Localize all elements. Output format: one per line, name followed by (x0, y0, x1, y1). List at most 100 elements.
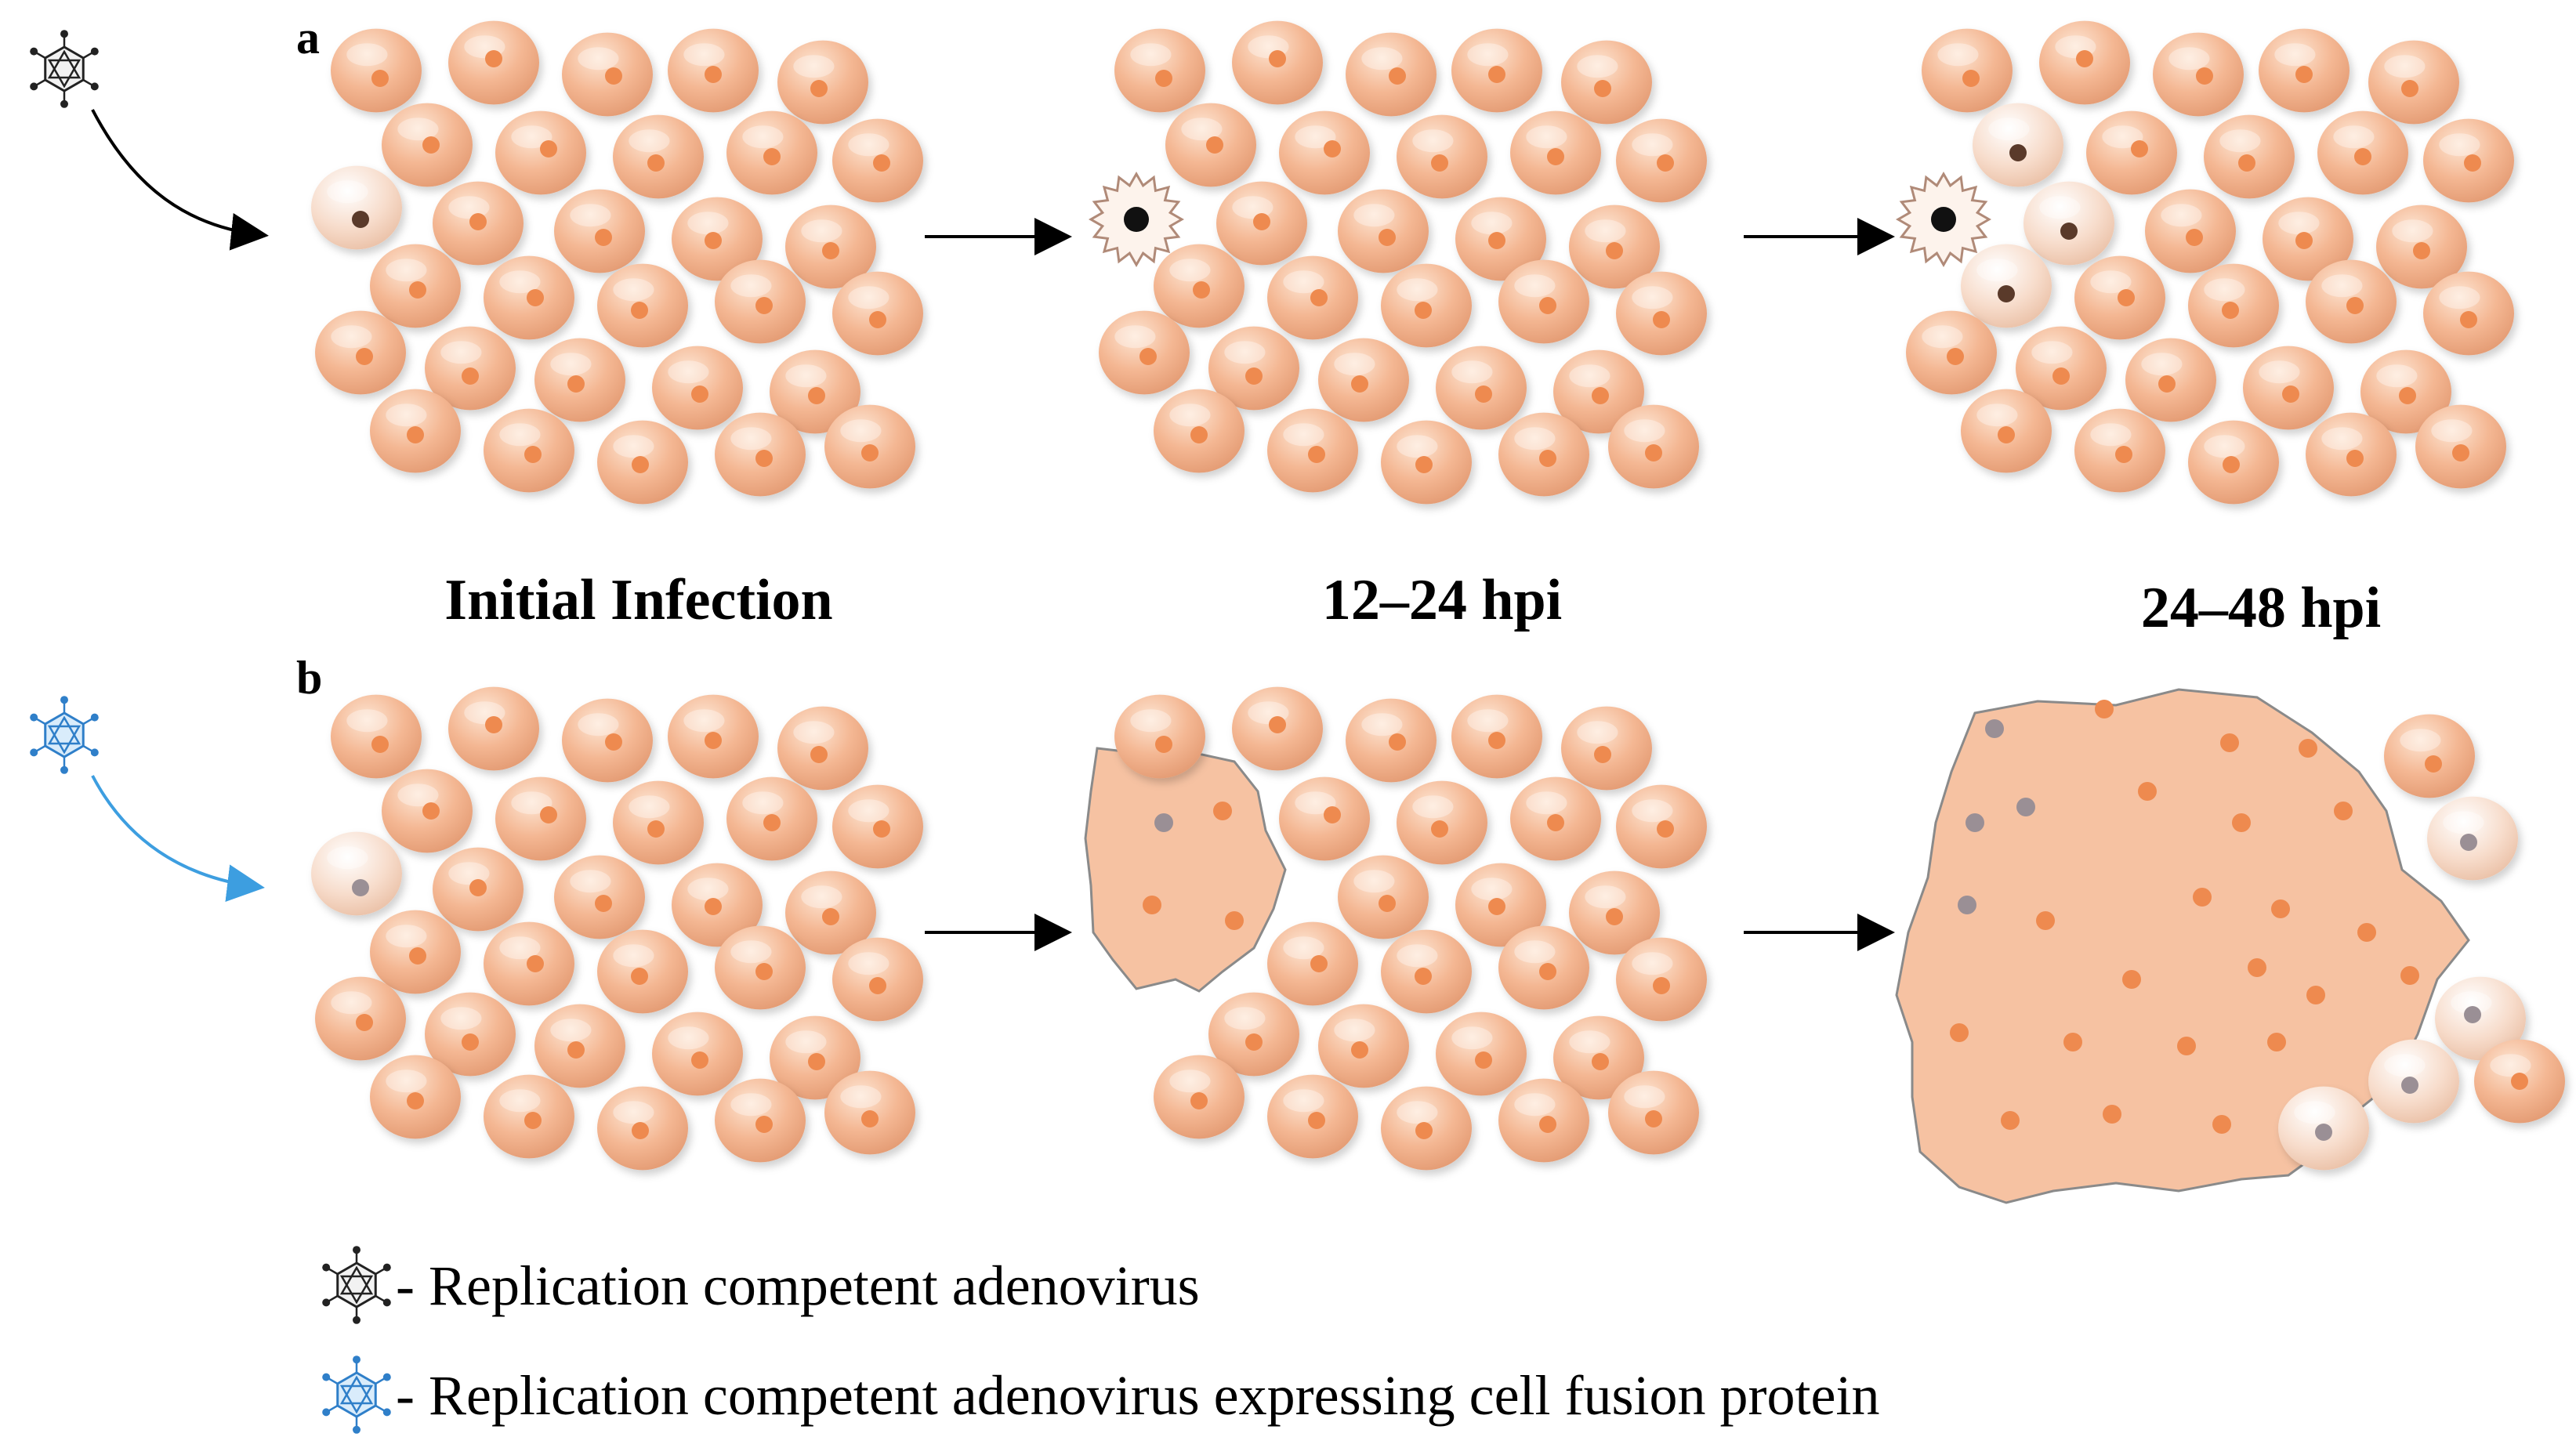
cell (1267, 255, 1358, 340)
cell (2368, 40, 2459, 125)
cell-nucleus (371, 736, 389, 753)
syncytium-nucleus (1958, 896, 1976, 914)
infection-arrow-b (91, 775, 265, 903)
cell-nucleus (1415, 1122, 1433, 1139)
infected-nucleus (2009, 144, 2027, 161)
cell-nucleus (755, 450, 773, 467)
cell (1267, 1074, 1358, 1159)
syncytium-nucleus (1985, 719, 2004, 738)
cell-nucleus (605, 733, 622, 751)
cell-nucleus (2346, 450, 2364, 467)
cell-nucleus (1415, 302, 1432, 319)
syncytium-nucleus (2122, 970, 2141, 989)
cell (1608, 404, 1699, 489)
syncytium-nucleus (1213, 802, 1232, 820)
legend-blue-adenovirus-icon (322, 1355, 391, 1434)
cell-nucleus (1594, 746, 1611, 763)
cell (433, 847, 524, 932)
cell (1208, 326, 1299, 411)
cell-nucleus (1998, 426, 2015, 443)
cell-nucleus (755, 963, 773, 980)
cell-nucleus (2115, 446, 2132, 463)
legend-black-adenovirus-icon (322, 1246, 391, 1324)
cell-nucleus (1653, 311, 1670, 328)
cell (1616, 118, 1707, 203)
cell (1498, 1078, 1589, 1163)
infected-nucleus (2060, 223, 2078, 240)
cell (315, 310, 406, 395)
legend-text-black: - Replication competent adenovirus (396, 1254, 1200, 1317)
cell (1451, 28, 1542, 113)
blue-adenovirus-icon (30, 696, 99, 774)
cell (597, 420, 688, 505)
cell (1569, 204, 1660, 289)
cell (1165, 103, 1256, 187)
cell (1397, 114, 1487, 199)
cell (652, 346, 743, 430)
cell-nucleus (2118, 289, 2135, 306)
cell (1208, 992, 1299, 1077)
cell-nucleus (2282, 385, 2299, 403)
cell-nucleus (1310, 289, 1328, 306)
cell (777, 706, 868, 791)
cell (832, 118, 923, 203)
cell (1906, 310, 1997, 395)
cell (613, 780, 704, 865)
cell (448, 20, 539, 105)
cell-nucleus (632, 456, 649, 473)
cell-nucleus (1190, 1092, 1208, 1109)
cell (726, 110, 817, 195)
cell (785, 204, 876, 289)
cell-nucleus (527, 289, 544, 306)
cell-nucleus (1324, 140, 1341, 157)
cell-nucleus (873, 820, 890, 838)
cell-nucleus (2425, 755, 2442, 773)
cell (1569, 870, 1660, 955)
cell (1498, 412, 1589, 497)
cell-nucleus (1155, 70, 1172, 87)
cell (370, 244, 461, 328)
cell-nucleus (705, 898, 722, 915)
stage-label-late: 24–48 hpi (2141, 576, 2381, 640)
cell-nucleus (1657, 820, 1674, 838)
cell-nucleus (1193, 281, 1210, 299)
cell-nucleus (631, 968, 648, 985)
cell-nucleus (407, 426, 424, 443)
syncytium-nucleus (2063, 1033, 2082, 1051)
cell (2204, 114, 2295, 199)
cell-nucleus (2131, 140, 2148, 157)
cell (315, 976, 406, 1061)
legend-text-blue: - Replication competent adenovirus expre… (396, 1364, 1879, 1427)
cell (1553, 1015, 1644, 1100)
stage-label-mid: 12–24 hpi (1322, 568, 1562, 632)
cell (597, 929, 688, 1014)
cell-nucleus (1547, 148, 1564, 165)
cell (1455, 197, 1546, 281)
cell (1279, 776, 1370, 861)
cell-nucleus (1947, 348, 1964, 365)
cell (2016, 326, 2107, 411)
cell-nucleus (1324, 806, 1341, 823)
infected-cell (2427, 796, 2518, 881)
cell (770, 1015, 860, 1100)
cell (1510, 110, 1601, 195)
cell-nucleus (409, 281, 426, 299)
cell-nucleus (409, 947, 426, 965)
infected-cell (311, 165, 402, 250)
lysed-cell (1896, 172, 1991, 267)
cell-nucleus (810, 80, 828, 97)
cell-nucleus (1379, 895, 1396, 912)
cell (1498, 925, 1589, 1010)
syncytium-nucleus (2212, 1115, 2231, 1134)
syncytium-nucleus (1966, 813, 1984, 832)
infected-cell (2023, 181, 2114, 266)
cell-nucleus (632, 1122, 649, 1139)
cell-nucleus (1475, 1051, 1492, 1069)
cell-nucleus (1269, 716, 1286, 733)
cell-nucleus (356, 1014, 373, 1031)
cell-nucleus (763, 148, 781, 165)
cell-nucleus (1139, 348, 1157, 365)
cell (484, 1074, 574, 1159)
cell (1397, 780, 1487, 865)
cell (1381, 420, 1472, 505)
